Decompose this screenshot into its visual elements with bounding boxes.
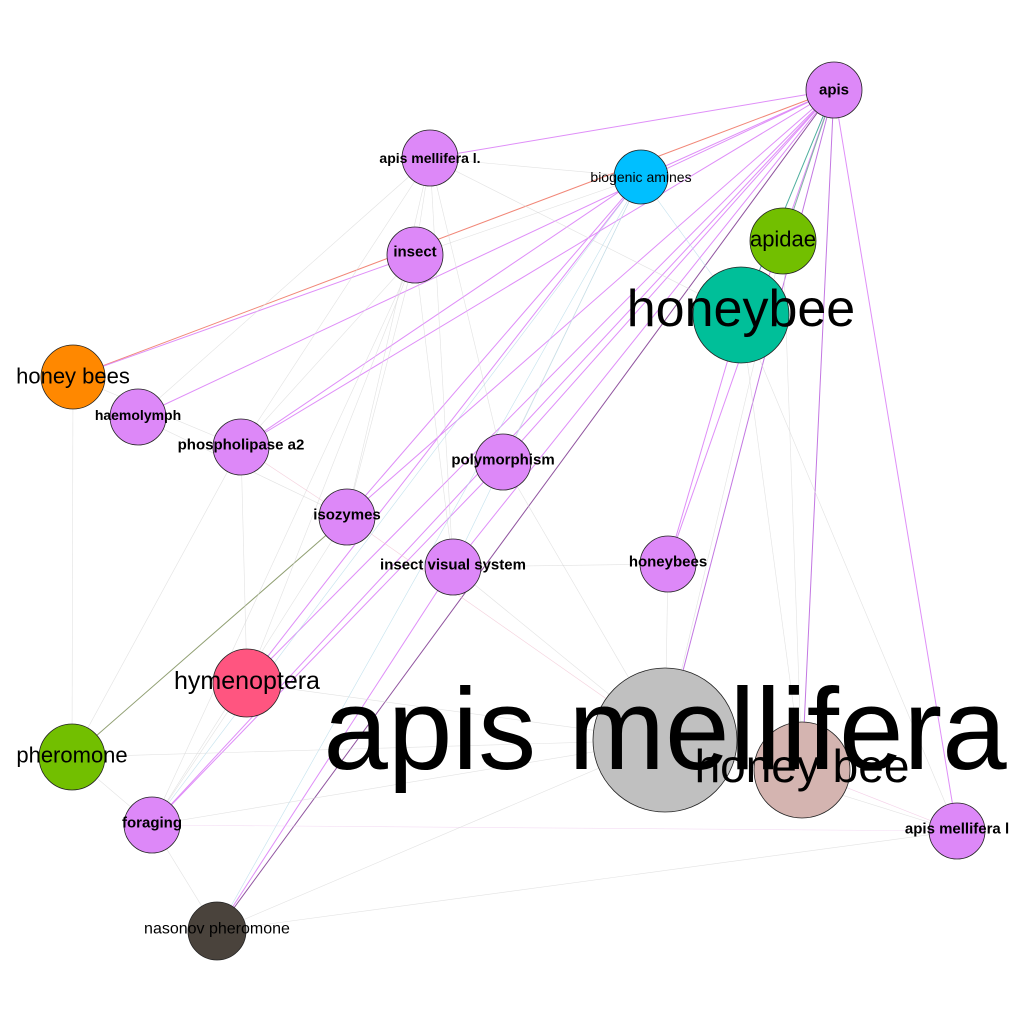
edge-apis-to-apis-mellifera-l-dot (429, 89, 835, 159)
edge-apis-to-phospholipase-a2 (240, 89, 835, 448)
node-foraging[interactable] (123, 796, 181, 854)
node-insect-visual-system-label: insect visual system (380, 557, 526, 574)
node-haemolymph-label: haemolymph (95, 407, 181, 423)
node-foraging-label: foraging (122, 815, 182, 832)
edge-apis-to-polymorphism (502, 89, 835, 463)
node-apidae-label: apidae (750, 227, 816, 252)
node-insect-visual-system[interactable] (424, 538, 482, 596)
edge-apis-to-apis-mellifera (664, 89, 835, 741)
node-apis[interactable] (805, 61, 863, 119)
edge-insect-to-insect-visual-system (414, 254, 454, 568)
edge-nasonov-pheromone-to-apis-mellifera (216, 739, 666, 932)
edge-insect-to-foraging (151, 254, 416, 826)
edge-insect-to-honey-bees (72, 254, 416, 378)
edge-apis-to-honey-bee (801, 89, 835, 771)
edge-biogenic-amines-to-insect-visual-system (452, 176, 642, 568)
graph-labels: apis apis mellifera l. biogenic amines inse… (16, 82, 1009, 938)
node-polymorphism[interactable] (474, 433, 532, 491)
edge-apis-mellifera-l-dot-to-biogenic-amines (429, 157, 642, 178)
edge-apis-to-hymenoptera (246, 89, 835, 684)
edge-apis-mellifera-l-dot-to-haemolymph (137, 157, 431, 418)
edge-honeybee-to-apis-mellifera-l (740, 314, 958, 832)
edge-apis-to-apis-mellifera-l (833, 89, 958, 832)
node-pheromone-label: pheromone (16, 743, 127, 768)
node-isozymes[interactable] (318, 488, 376, 546)
node-apis-mellifera-l-dot[interactable] (401, 129, 459, 187)
edge-apis-mellifera-l-dot-to-isozymes (346, 157, 431, 518)
node-honeybee-label: honeybee (627, 280, 855, 338)
edge-apis-to-biogenic-amines (640, 89, 835, 178)
node-honeybees[interactable] (639, 535, 697, 593)
edge-apis-mellifera-l-dot-to-insect-visual-system (429, 157, 454, 568)
edge-biogenic-amines-to-foraging (151, 176, 642, 826)
node-honeybees-label: honeybees (629, 554, 707, 571)
edge-insect-visual-system-to-honeybees (452, 563, 669, 568)
node-polymorphism-label: polymorphism (451, 452, 554, 469)
edge-biogenic-amines-to-isozymes (346, 176, 642, 518)
node-honey-bees-label: honey bees (16, 364, 130, 389)
edge-insect-to-phospholipase-a2 (240, 254, 416, 448)
edge-phospholipase-a2-to-hymenoptera (240, 446, 248, 684)
node-honey-bees[interactable] (40, 344, 106, 410)
graph-nodes (38, 61, 986, 961)
edge-biogenic-amines-to-hymenoptera (246, 176, 642, 684)
node-apis-mellifera-label: apis mellifera (323, 664, 1007, 794)
node-biogenic-amines[interactable] (613, 149, 669, 205)
edge-apis-mellifera-l-dot-to-polymorphism (429, 157, 504, 463)
node-honeybee[interactable] (692, 266, 790, 364)
node-hymenoptera-label: hymenoptera (174, 667, 320, 695)
edge-foraging-to-apis-mellifera-l (151, 824, 958, 832)
edge-honey-bees-to-pheromone (71, 376, 74, 758)
node-phospholipase-a2[interactable] (212, 418, 270, 476)
node-nasonov-pheromone-label: nasonov pheromone (144, 921, 290, 938)
node-honey-bee-label: honey bee (695, 740, 910, 792)
node-hymenoptera[interactable] (212, 648, 282, 718)
edge-insect-to-hymenoptera (246, 254, 416, 684)
edge-honeybee-to-honey-bee (740, 314, 803, 771)
edge-pheromone-to-apis-mellifera (71, 739, 666, 758)
node-insect-label: insect (393, 244, 436, 261)
edge-apis-mellifera-l-dot-to-honeybee (429, 157, 742, 316)
node-insect[interactable] (386, 226, 444, 284)
edge-apis-to-isozymes (346, 89, 835, 518)
node-apis-mellifera-l-label: apis mellifera l (905, 821, 1009, 838)
node-isozymes-label: isozymes (313, 507, 381, 524)
edge-apis-to-nasonov-pheromone (216, 89, 835, 932)
node-nasonov-pheromone[interactable] (187, 901, 247, 961)
edge-apis-to-honey-bees (72, 89, 835, 378)
edge-apis-to-haemolymph (137, 89, 835, 418)
node-apis-mellifera[interactable] (592, 667, 738, 813)
edge-foraging-to-apis-mellifera (151, 739, 666, 826)
node-apis-mellifera-l[interactable] (928, 802, 986, 860)
node-apidae[interactable] (749, 207, 817, 275)
node-apis-mellifera-l-dot-label: apis mellifera l. (379, 150, 480, 166)
edge-apis-to-insect-visual-system (452, 89, 835, 568)
node-apis-label: apis (819, 82, 849, 99)
edge-apis-mellifera-l-dot-to-phospholipase-a2 (240, 157, 431, 448)
node-phospholipase-a2-label: phospholipase a2 (178, 437, 305, 454)
edge-insect-to-biogenic-amines (414, 176, 642, 256)
edge-phospholipase-a2-to-pheromone (71, 446, 242, 758)
edge-pheromone-to-isozymes (71, 516, 348, 758)
edge-biogenic-amines-to-phospholipase-a2 (240, 176, 642, 448)
node-pheromone[interactable] (38, 723, 106, 791)
node-biogenic-amines-label: biogenic amines (590, 169, 691, 185)
node-honey-bee[interactable] (753, 721, 851, 819)
edge-polymorphism-to-foraging (151, 461, 504, 826)
node-haemolymph[interactable] (109, 388, 167, 446)
edge-nasonov-pheromone-to-apis-mellifera-l (216, 830, 958, 932)
edge-insect-to-isozymes (346, 254, 416, 518)
edge-insect-visual-system-to-nasonov-pheromone (216, 566, 454, 932)
graph-edges (71, 89, 958, 932)
